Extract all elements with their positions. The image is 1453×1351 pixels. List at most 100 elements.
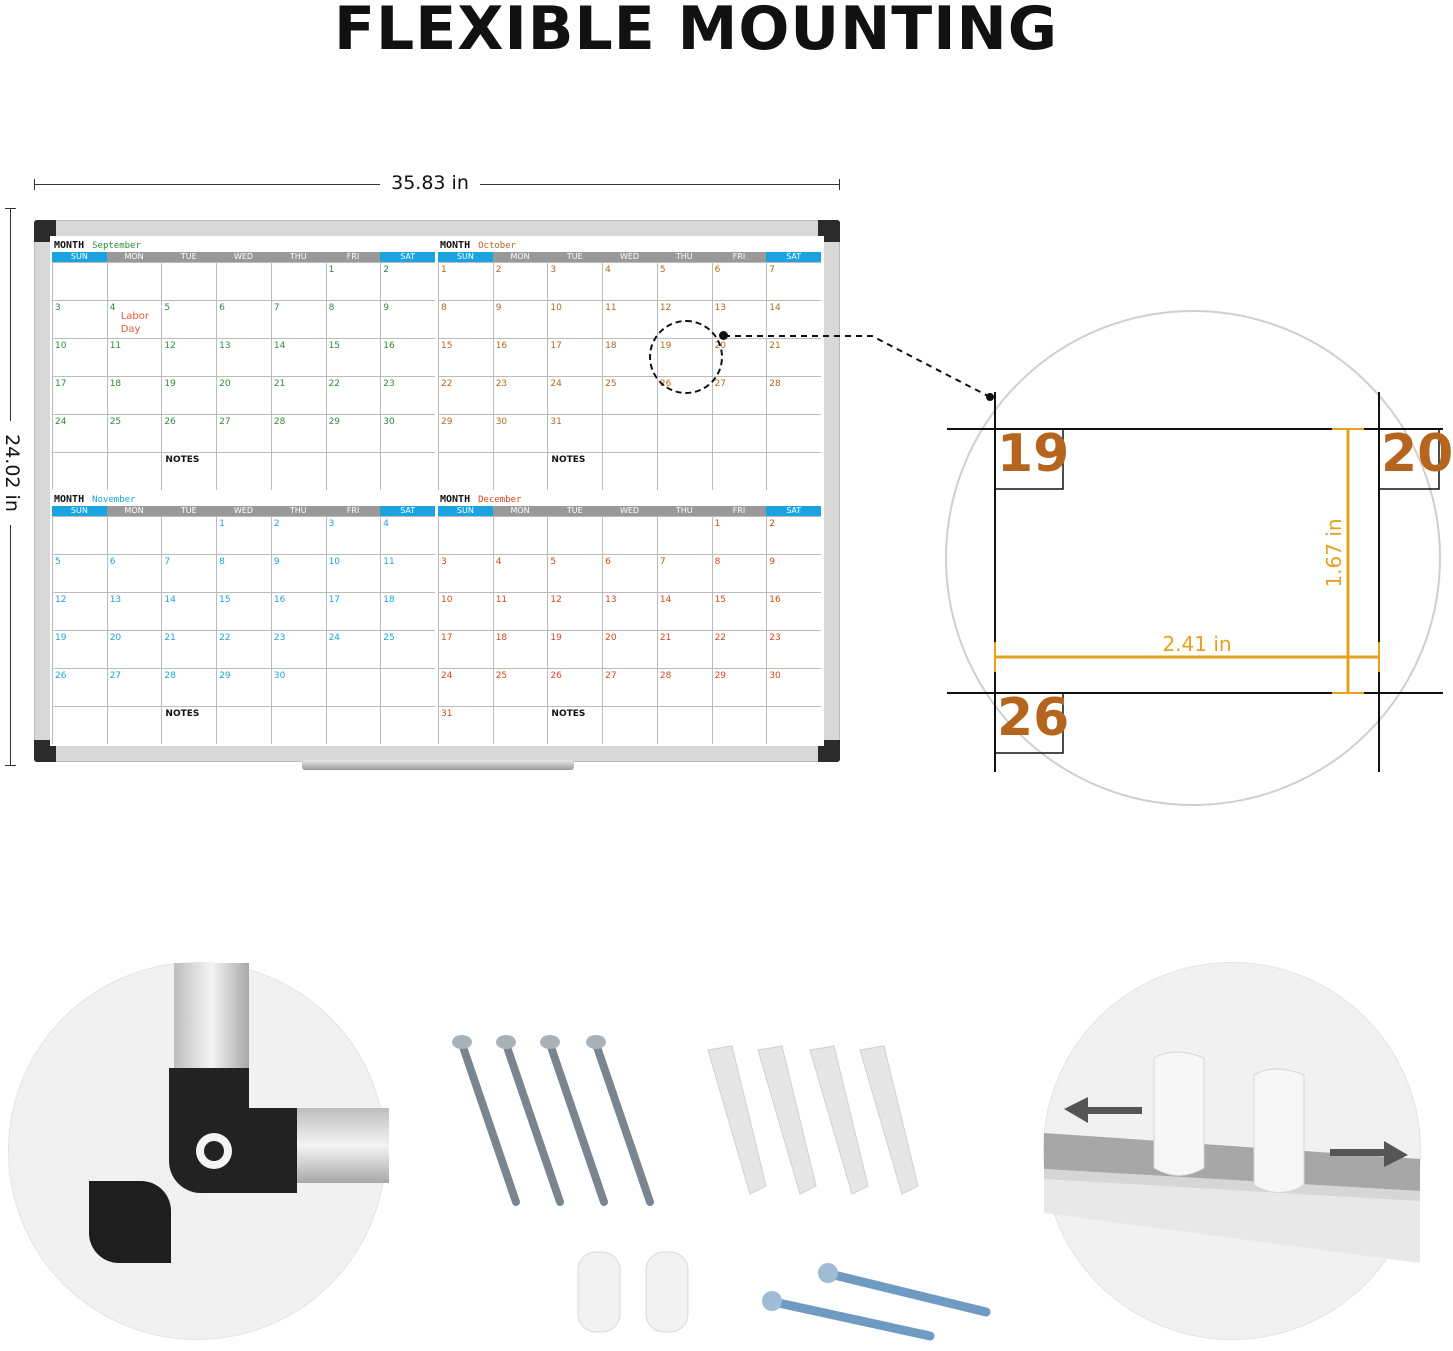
day-cell xyxy=(766,414,821,452)
day-cell xyxy=(438,516,493,554)
screw-icon xyxy=(458,1040,654,1206)
day-cell: 28 xyxy=(656,668,712,706)
day-number: 22 xyxy=(441,379,453,389)
day-cell xyxy=(106,452,162,490)
day-cell xyxy=(711,452,767,490)
day-cell xyxy=(270,706,326,744)
day-cell: 8 xyxy=(438,300,493,338)
corner-detail xyxy=(8,962,389,1340)
weekday-label: SUN xyxy=(52,506,107,516)
day-cell xyxy=(161,452,217,490)
day-cell: 2 xyxy=(380,262,435,300)
day-number: 17 xyxy=(55,379,67,389)
arrow-right-icon xyxy=(1330,1141,1408,1167)
day-cell xyxy=(380,706,435,744)
day-number: 23 xyxy=(769,633,781,643)
day-number: 4 xyxy=(605,265,611,275)
day-number: 14 xyxy=(164,595,176,605)
day-number: 16 xyxy=(383,341,395,351)
day-cell: 13 xyxy=(711,300,767,338)
day-cell: 27 xyxy=(602,668,657,706)
day-number: 23 xyxy=(273,633,286,643)
weekday-label: MON xyxy=(106,506,162,516)
day-number: 31 xyxy=(441,709,453,719)
day-number: 26 xyxy=(164,417,176,427)
day-cell: 10 xyxy=(325,554,381,592)
day-cell xyxy=(602,452,657,490)
day-cell xyxy=(656,706,712,744)
day-number: 20 xyxy=(219,379,231,389)
day-number: 23 xyxy=(383,379,395,389)
day-cell: 25 xyxy=(106,414,162,452)
day-cell: 22 xyxy=(711,630,767,668)
day-number: 25 xyxy=(383,633,395,643)
day-cell xyxy=(106,516,162,554)
day-number: 30 xyxy=(769,671,781,681)
day-number: 21 xyxy=(659,633,672,643)
day-number: 27 xyxy=(714,379,727,389)
day-number: 8 xyxy=(219,557,225,567)
day-number: 8 xyxy=(441,303,447,313)
day-cell: 19 xyxy=(547,630,603,668)
day-number: 23 xyxy=(495,379,508,389)
day-cell: 29 xyxy=(438,414,493,452)
weekday-label: TUE xyxy=(547,506,603,516)
day-number: 20 xyxy=(605,633,617,643)
weekday-label: WED xyxy=(216,506,271,516)
day-cell: 14 xyxy=(656,592,712,630)
day-number: 5 xyxy=(55,557,61,567)
day-cell: 12 xyxy=(547,592,603,630)
day-number: 12 xyxy=(550,595,562,605)
day-cell: 9 xyxy=(492,300,548,338)
day-cell xyxy=(270,262,326,300)
weekday-label: WED xyxy=(216,252,271,262)
day-cell: 12 xyxy=(656,300,712,338)
day-number: 17 xyxy=(328,595,341,605)
day-number: 6 xyxy=(714,265,721,275)
day-number: 13 xyxy=(605,595,617,605)
day-cell: 7 xyxy=(766,262,821,300)
notes-label: NOTES xyxy=(551,455,586,465)
day-cell: 18 xyxy=(602,338,657,376)
day-number: 22 xyxy=(219,633,231,643)
day-number: 10 xyxy=(550,303,562,313)
day-cell xyxy=(766,452,821,490)
day-number: 20 xyxy=(109,633,122,643)
day-number: 8 xyxy=(328,303,335,313)
day-cell: 20 xyxy=(602,630,657,668)
day-cell: 24 xyxy=(325,630,381,668)
day-number: 18 xyxy=(383,595,395,605)
day-cell: 9 xyxy=(766,554,821,592)
day-number: 19 xyxy=(164,379,176,389)
weekday-label: THU xyxy=(656,506,712,516)
day-cell xyxy=(492,516,548,554)
day-cell: 9 xyxy=(380,300,435,338)
day-cell xyxy=(766,706,821,744)
day-number: 7 xyxy=(273,303,280,313)
day-cell: 8 xyxy=(325,300,381,338)
day-cell xyxy=(602,706,657,744)
day-number: 25 xyxy=(109,417,122,427)
cell-width-label: 2.41 in xyxy=(1162,632,1232,656)
day-number: 11 xyxy=(495,595,508,605)
day-number: 29 xyxy=(714,671,727,681)
height-label: 24.02 in xyxy=(0,421,23,525)
weekday-label: FRI xyxy=(711,506,767,516)
day-number: 3 xyxy=(55,303,61,313)
day-cell: 26 xyxy=(161,414,217,452)
day-cell: 22 xyxy=(325,376,381,414)
weekday-label: TUE xyxy=(161,252,217,262)
day-cell: 5 xyxy=(656,262,712,300)
cell-height-label: 1.67 in xyxy=(1322,518,1346,588)
weekday-label: SUN xyxy=(52,252,107,262)
day-cell: 11 xyxy=(380,554,435,592)
day-cell: 29 xyxy=(216,668,271,706)
day-cell: 3 xyxy=(325,516,381,554)
day-cell xyxy=(380,452,435,490)
day-cell xyxy=(325,706,381,744)
